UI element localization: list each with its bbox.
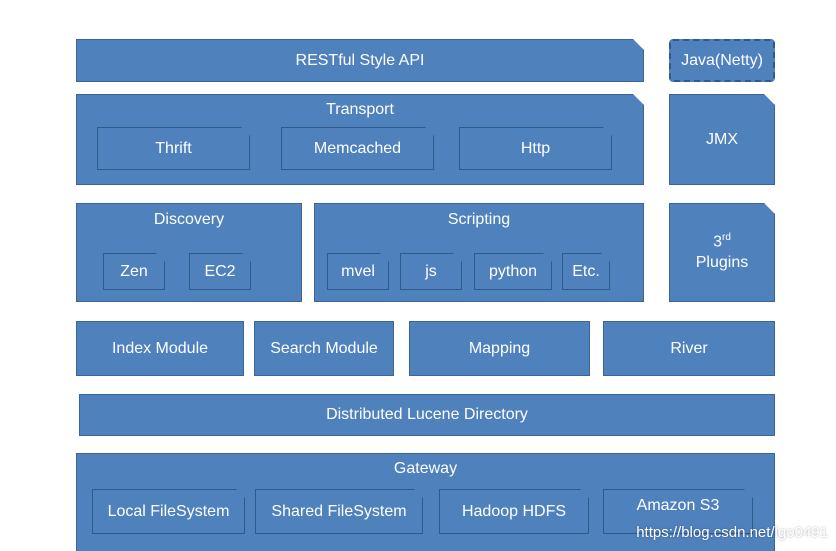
gateway-shared-fs-label: Shared FileSystem — [271, 502, 407, 520]
discovery-title: Discovery — [153, 211, 225, 228]
transport-layer: Transport Thrift Memcached Http — [76, 94, 644, 185]
gateway-hadoop-hdfs-label: Hadoop HDFS — [461, 502, 567, 520]
plugins-ordinal-base: 3 — [713, 233, 722, 251]
restful-api-label: RESTful Style API — [295, 51, 425, 69]
java-netty-box: Java(Netty) — [669, 39, 775, 82]
search-module-label: Search Module — [270, 339, 378, 357]
restful-api-layer: RESTful Style API — [76, 39, 644, 82]
mapping-module: Mapping — [409, 321, 590, 376]
river-module-label: River — [670, 339, 708, 357]
plugins-ordinal-sup: rd — [722, 232, 731, 244]
discovery-zen-label: Zen — [120, 262, 148, 280]
plugins-label: Plugins — [695, 253, 749, 271]
jmx-box: JMX — [669, 94, 775, 185]
gateway-layer: Gateway Local FileSystem Shared FileSyst… — [76, 453, 775, 551]
scripting-etc-label: Etc. — [572, 262, 600, 280]
discovery-ec2-label: EC2 — [204, 262, 236, 280]
gateway-hadoop-hdfs: Hadoop HDFS — [439, 489, 589, 534]
transport-thrift: Thrift — [97, 127, 250, 170]
transport-title: Transport — [326, 101, 394, 118]
lucene-label: Distributed Lucene Directory — [326, 406, 528, 423]
scripting-mvel-label: mvel — [341, 262, 375, 280]
scripting-etc: Etc. — [562, 253, 610, 290]
gateway-title: Gateway — [393, 460, 458, 477]
transport-thrift-label: Thrift — [155, 139, 192, 157]
discovery-module: Discovery Zen EC2 — [76, 203, 302, 302]
scripting-python: python — [474, 253, 552, 290]
transport-http: Http — [459, 127, 612, 170]
scripting-title: Scripting — [447, 211, 511, 228]
scripting-python-label: python — [488, 262, 538, 280]
third-party-plugins-box: 3rd Plugins — [669, 203, 775, 302]
index-module: Index Module — [76, 321, 244, 376]
plugins-ordinal: 3rd — [713, 232, 731, 252]
scripting-js-label: js — [425, 262, 437, 280]
discovery-zen: Zen — [103, 253, 165, 290]
mapping-module-label: Mapping — [468, 339, 531, 357]
transport-memcached-label: Memcached — [313, 139, 402, 157]
gateway-shared-fs: Shared FileSystem — [255, 489, 423, 534]
river-module: River — [603, 321, 775, 376]
scripting-js: js — [400, 253, 462, 290]
java-netty-label: Java(Netty) — [681, 51, 763, 69]
index-module-label: Index Module — [111, 339, 209, 357]
gateway-amazon-s3: Amazon S3 — [603, 489, 753, 534]
gateway-amazon-s3-label: Amazon S3 — [636, 496, 720, 514]
transport-memcached: Memcached — [281, 127, 434, 170]
gateway-local-fs: Local FileSystem — [92, 489, 245, 534]
scripting-mvel: mvel — [327, 253, 389, 290]
gateway-local-fs-label: Local FileSystem — [107, 502, 230, 520]
transport-http-label: Http — [520, 139, 551, 157]
source-watermark: https://blog.csdn.net/lgo0491 — [636, 524, 828, 541]
distributed-lucene-directory: Distributed Lucene Directory — [79, 394, 775, 436]
jmx-label: JMX — [706, 130, 738, 148]
scripting-module: Scripting mvel js python Etc. — [314, 203, 644, 302]
search-module: Search Module — [254, 321, 394, 376]
discovery-ec2: EC2 — [189, 253, 251, 290]
